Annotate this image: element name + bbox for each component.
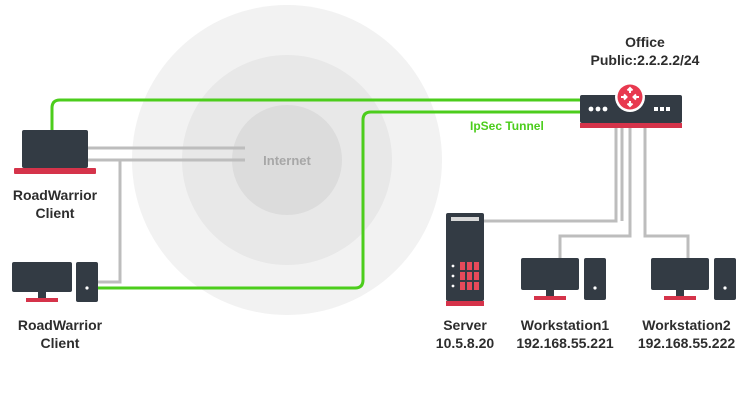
roadwarrior-laptop-label: RoadWarrior Client — [5, 186, 105, 222]
desktop-foot — [26, 298, 58, 302]
workstation2-stand — [676, 290, 684, 296]
workstation2-icon — [651, 258, 736, 300]
workstation1-icon — [521, 258, 606, 300]
workstation1-foot — [534, 296, 566, 300]
router-port-2 — [660, 107, 664, 111]
workstation2-name: Workstation2 — [642, 317, 731, 333]
internet-label: Internet — [263, 153, 311, 168]
workstation1-power-led — [593, 286, 597, 290]
desktop-internet-link — [98, 158, 245, 284]
router-led-2 — [595, 106, 601, 112]
workstation2-label: Workstation2 192.168.55.222 — [628, 316, 745, 352]
laptop-icon — [14, 130, 96, 174]
office-label: Office Public:2.2.2.2/24 — [570, 33, 720, 69]
workstation2-tower — [714, 258, 736, 300]
workstation1-office-link — [558, 126, 632, 258]
workstation1-monitor — [521, 258, 579, 290]
server-label: Server 10.5.8.20 — [415, 316, 515, 352]
roadwarrior-desktop-name: RoadWarrior — [17, 317, 103, 333]
internet-inner-ring — [232, 105, 342, 215]
workstation2-foot — [664, 296, 696, 300]
workstation2-office-link — [643, 126, 690, 258]
server-base — [446, 301, 484, 306]
router-icon — [580, 82, 682, 128]
workstation2-monitor — [651, 258, 709, 290]
laptop-screen — [22, 130, 88, 168]
laptop-base — [14, 168, 96, 174]
server-icon — [446, 213, 484, 306]
desktop-stand — [38, 292, 46, 298]
workstation1-stand — [546, 290, 554, 296]
office-lan-links — [484, 126, 690, 258]
desktop-tower — [76, 262, 98, 302]
server-name: Server — [443, 317, 487, 333]
workstation1-name: Workstation1 — [520, 317, 610, 333]
roadwarrior-laptop-name: RoadWarrior — [12, 187, 98, 203]
server-ip: 10.5.8.20 — [435, 335, 495, 351]
server-leds — [451, 264, 455, 288]
workstation1-label: Workstation1 192.168.55.221 — [505, 316, 625, 352]
ipsec-tunnel-label: IpSec Tunnel — [470, 119, 544, 133]
router-base — [580, 123, 682, 128]
tunnel-laptop-office — [50, 98, 580, 132]
router-port-3 — [666, 107, 670, 111]
roadwarrior-desktop-label: RoadWarrior Client — [5, 316, 115, 352]
desktop-icon — [12, 262, 98, 302]
office-name: Office — [625, 34, 665, 50]
router-led-3 — [602, 106, 608, 112]
internet-cloud — [132, 5, 442, 315]
client-internet-links — [88, 146, 245, 284]
desktop-power-led — [85, 286, 89, 290]
workstation2-power-led — [723, 286, 727, 290]
desktop-monitor — [12, 262, 72, 292]
roadwarrior-laptop-role: Client — [35, 205, 75, 221]
tunnel-desktop-office — [98, 110, 580, 290]
workstation1-tower — [584, 258, 606, 300]
router-led-1 — [588, 106, 594, 112]
workstation1-ip: 192.168.55.221 — [516, 335, 614, 351]
office-public-ip: Public:2.2.2.2/24 — [590, 52, 700, 68]
ipsec-tunnels — [50, 98, 580, 290]
router-port-1 — [654, 107, 658, 111]
server-vent — [451, 217, 479, 221]
router-arrows-icon — [621, 86, 639, 108]
server-drive-grid — [460, 262, 479, 290]
server-office-link — [484, 126, 618, 223]
workstation2-ip: 192.168.55.222 — [637, 335, 736, 351]
router-symbol — [617, 84, 643, 110]
roadwarrior-desktop-role: Client — [40, 335, 80, 351]
